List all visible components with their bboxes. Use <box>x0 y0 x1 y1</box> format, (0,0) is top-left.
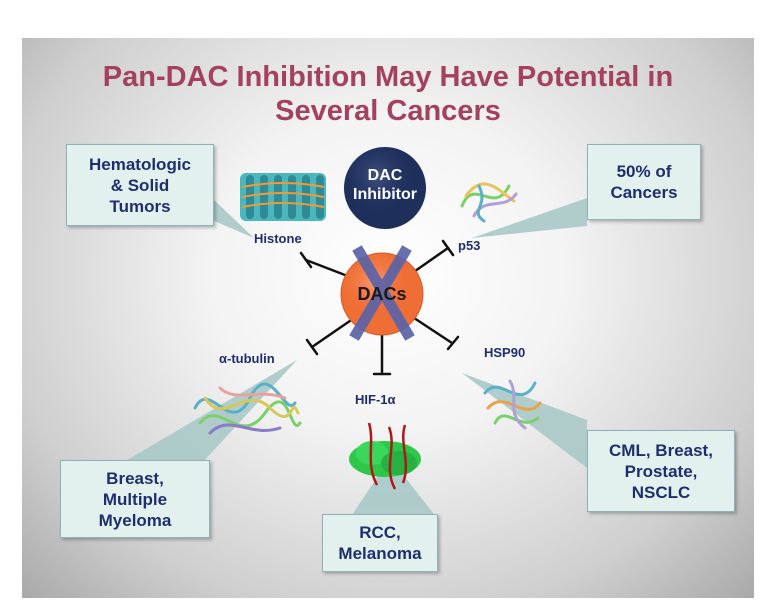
histone-structure <box>240 173 326 221</box>
dac-inhibitor-label: DAC Inhibitor <box>344 166 426 204</box>
wedge-hematologic <box>212 198 254 238</box>
callout-text: NSCLC <box>631 482 691 502</box>
wedge-50-cancers <box>472 198 587 238</box>
p53-label: p53 <box>458 238 481 253</box>
callout-text: RCC, <box>359 523 401 542</box>
callout-rcc: RCC, Melanoma <box>322 514 438 572</box>
dac-inhibitor-line1: DAC <box>367 167 403 184</box>
callout-50-cancers: 50% of Cancers <box>587 144 701 220</box>
callout-text: Hematologic <box>88 154 192 174</box>
callout-text: Multiple <box>102 489 168 509</box>
diagram-graphics <box>122 147 587 518</box>
p53-structure <box>460 182 518 223</box>
callout-text: Tumors <box>109 196 171 216</box>
callout-hematologic: Hematologic & Solid Tumors <box>66 144 214 226</box>
tubulin-label: α-tubulin <box>219 351 275 366</box>
callout-text: Breast, <box>106 468 164 488</box>
histone-label: Histone <box>254 231 302 246</box>
inhibition-cross <box>349 245 415 341</box>
callout-text: Cancers <box>610 183 678 202</box>
wedge-breast <box>122 360 297 463</box>
dac-inhibitor-circle <box>344 147 426 229</box>
slide: Pan-DAC Inhibition May Have Potential in… <box>22 38 754 598</box>
hif-label: HIF-1α <box>355 392 396 407</box>
slide-title-line1: Pan-DAC Inhibition May Have Potential in <box>102 61 674 93</box>
hsp90-structure <box>483 379 542 430</box>
callout-text: Myeloma <box>98 510 172 530</box>
hsp90-label: HSP90 <box>484 345 526 360</box>
callout-text: Prostate, <box>624 461 698 481</box>
callout-text: 50% of <box>616 162 672 181</box>
callout-cml: CML, Breast, Prostate, NSCLC <box>587 430 735 512</box>
callout-breast: Breast, Multiple Myeloma <box>60 460 210 538</box>
tubulin-structure <box>193 382 302 435</box>
wedge-cml <box>462 373 587 468</box>
dacs-label: DACs <box>357 284 407 304</box>
callout-text: CML, Breast, <box>609 440 713 460</box>
dac-inhibitor-line2: Inhibitor <box>353 186 417 203</box>
slide-title-line2: Several Cancers <box>275 95 501 127</box>
callout-text: & Solid <box>110 175 170 195</box>
callout-text: Melanoma <box>338 544 422 563</box>
hif-structure <box>349 422 421 490</box>
